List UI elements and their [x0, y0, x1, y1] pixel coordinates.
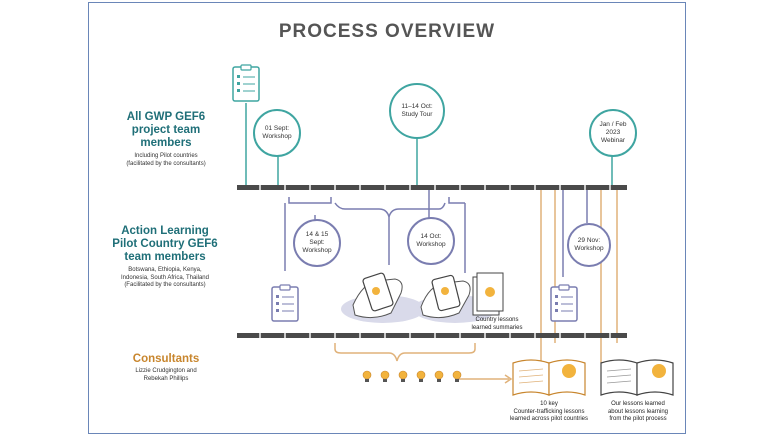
- pilot-title-line-2: Pilot Country GEF6: [112, 238, 218, 250]
- page-title: PROCESS OVERVIEW: [278, 21, 496, 42]
- event-sep14-workshop: 14 & 15 Sept: Workshop: [293, 219, 341, 267]
- gwp-group-label: All GWP GEF6 project team members Includ…: [107, 111, 225, 168]
- pilot-title-line-3: team members: [124, 251, 206, 263]
- event-oct-study-tour: 11–14 Oct: Study Tour: [389, 83, 445, 139]
- key-lessons-line-2: Counter-trafficking lessons: [513, 408, 585, 415]
- consultants-group-label: Consultants Lizzie Crudgington and Rebek…: [107, 353, 225, 383]
- bracket-sept: [288, 197, 332, 204]
- pilot-title-line-1: Action Learning: [121, 225, 209, 237]
- book-icon: [512, 359, 586, 396]
- key-lessons-line-3: learned across pilot countries: [509, 416, 589, 422]
- diagram-frame: PROCESS OVERVIEW All GWP GEF6 project te…: [88, 2, 686, 434]
- gwp-sub-line-1: Including Pilot countries: [134, 153, 198, 159]
- book-icon: [600, 359, 674, 396]
- diagram-artwork: [232, 64, 674, 396]
- our-lessons-line-3: from the pilot process: [609, 416, 667, 422]
- our-lessons-line-2: about lessons learning: [607, 408, 669, 415]
- consultants-title: Consultants: [132, 353, 200, 365]
- pilot-sub-line-2: Indonesia, South Africa, Thailand: [121, 274, 209, 281]
- pilot-group-label: Action Learning Pilot Country GEF6 team …: [101, 225, 229, 290]
- timeline-top: [237, 185, 627, 190]
- bracket-consultants: [334, 343, 476, 362]
- timeline-bottom: [237, 333, 627, 338]
- consultants-sub-line-2: Rebekah Phillips: [143, 375, 189, 382]
- pilot-sub-line-3: (Facilitated by the consultants): [124, 282, 206, 288]
- caption-our-lessons: Our lessons learned about lessons learni…: [593, 401, 683, 424]
- event-oct14-workshop: 14 Oct: Workshop: [407, 217, 455, 265]
- clipboard-icon: [271, 284, 299, 322]
- consultants-sub-line-1: Lizzie Crudgington and: [135, 368, 197, 374]
- event-sep1-workshop: 01 Sept: Workshop: [253, 109, 301, 157]
- pilot-sub-line-1: Botswana, Ethiopia, Kenya,: [128, 267, 202, 273]
- clipboard-icon: [232, 64, 260, 102]
- gwp-title-line-3: members: [140, 137, 192, 149]
- event-nov29-workshop: 29 Nov: Workshop: [567, 223, 611, 267]
- key-lessons-line-1: 10 key: [540, 401, 558, 407]
- our-lessons-line-1: Our lessons learned: [611, 401, 665, 407]
- gwp-title-line-1: All GWP GEF6: [126, 111, 206, 123]
- caption-key-lessons: 10 key Counter-trafficking lessons learn…: [497, 401, 601, 424]
- clipboard-icon: [550, 284, 578, 322]
- caption-country-lessons: Country lessons learned summaries: [471, 317, 523, 331]
- gwp-sub-line-2: (facilitated by the consultants): [126, 160, 206, 167]
- gwp-title-line-2: project team: [131, 124, 201, 136]
- bracket-oct: [448, 197, 465, 204]
- hands-phone-icon: [413, 272, 504, 323]
- hands-phone-icon: [341, 272, 425, 323]
- lightbulb-icon: [362, 370, 462, 380]
- event-webinar: Jan / Feb 2023 Webinar: [589, 109, 637, 157]
- arrow-head: [504, 374, 513, 384]
